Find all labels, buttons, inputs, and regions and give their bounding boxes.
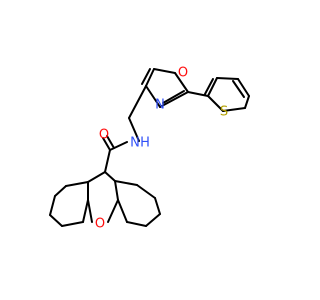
structure-diagram: N H O N O S O (49, 66, 250, 232)
bonds (49, 68, 250, 227)
atom-label-o-xanthene: O (95, 217, 105, 232)
atom-label-n-isoxazole: N (155, 98, 165, 113)
atom-label-o-isoxazole: O (178, 66, 188, 81)
atom-label-h-amide: H (140, 136, 150, 151)
atom-labels: N H O N O S O (95, 66, 228, 232)
atom-label-s-thiophene: S (220, 105, 228, 120)
atom-label-o-carbonyl: O (99, 128, 109, 143)
atom-label-n-amide: N (130, 136, 140, 151)
